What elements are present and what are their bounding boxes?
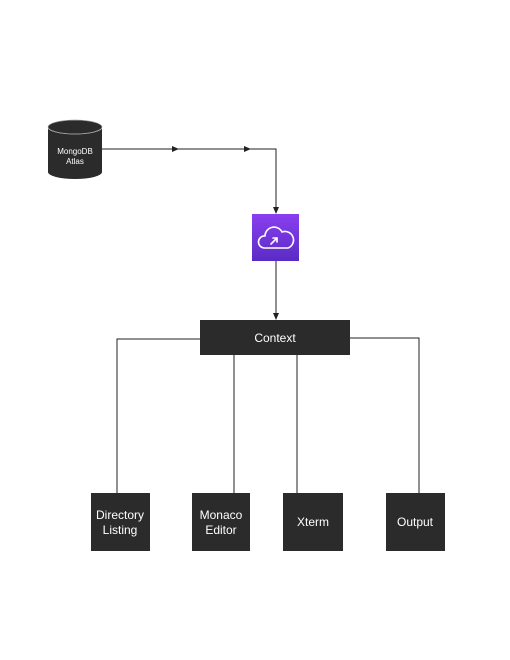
- monaco-editor-label-line1: Monaco: [200, 508, 243, 522]
- edge-arrow-into-cloud: [273, 207, 279, 214]
- database-cylinder-icon: [48, 127, 102, 179]
- mongodb-atlas-database[interactable]: MongoDB Atlas: [47, 119, 103, 179]
- xterm-label: Xterm: [297, 515, 329, 529]
- database-label-line1: MongoDB: [57, 147, 93, 156]
- directory-listing-label-line2: Listing: [103, 523, 138, 537]
- directory-listing-label-line1: Directory: [96, 508, 144, 522]
- context-node[interactable]: Context: [200, 320, 350, 355]
- directory-listing-node[interactable]: Directory Listing: [91, 493, 150, 551]
- edge-arrow-mid-1: [172, 146, 179, 152]
- context-label: Context: [254, 331, 296, 345]
- output-label: Output: [397, 515, 434, 529]
- edges: [102, 146, 420, 493]
- xterm-node[interactable]: Xterm: [283, 493, 343, 551]
- edge-arrow-into-context: [273, 313, 279, 320]
- edge-context-to-output: [350, 337, 420, 493]
- monaco-editor-node[interactable]: Monaco Editor: [192, 493, 250, 551]
- cloud-service-node[interactable]: [252, 214, 299, 261]
- output-node[interactable]: Output: [386, 493, 445, 551]
- edge-arrow-mid-2: [244, 146, 251, 152]
- edge-database-to-cloud: [102, 148, 277, 212]
- monaco-editor-label-line2: Editor: [205, 523, 236, 537]
- cloud-sync-icon: [257, 226, 295, 249]
- database-label-line2: Atlas: [66, 157, 84, 166]
- edge-context-to-directory-listing: [116, 338, 200, 493]
